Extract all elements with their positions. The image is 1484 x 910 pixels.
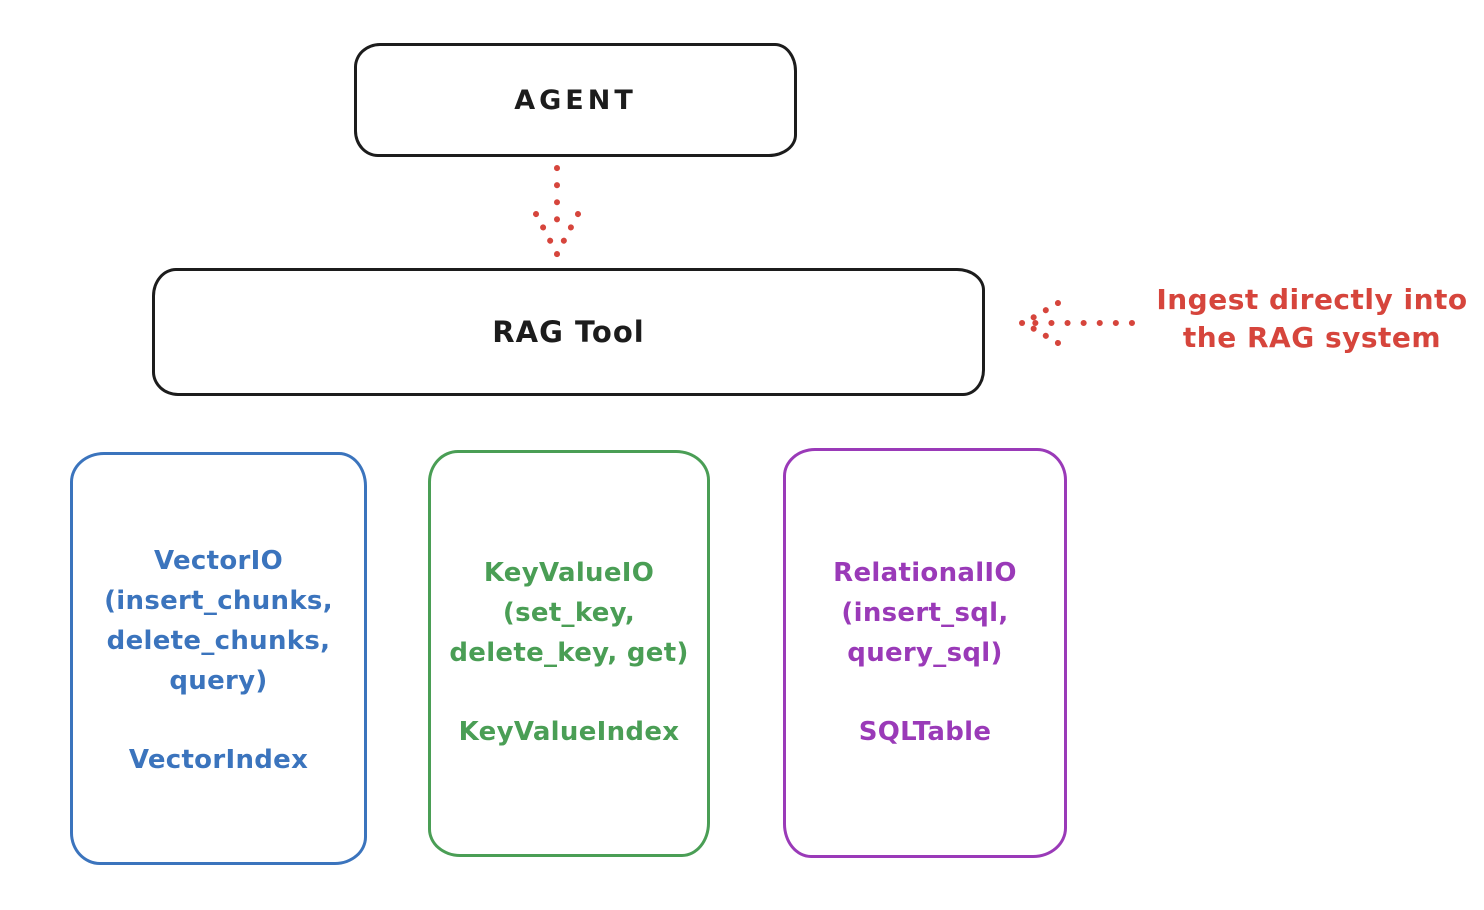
card-title-line: query_sql) [847,638,1003,668]
agent-box: AGENT [354,43,797,157]
card-index-label: SQLTable [858,717,992,747]
ingest-annotation: Ingest directly into the RAG system [1140,281,1484,357]
rag-tool-label: RAG Tool [492,315,645,349]
dotted-left-arrow-icon [1019,300,1135,346]
keyvalue-io-card: KeyValueIO (set_key, delete_key, get) Ke… [428,450,710,857]
vector-io-card: VectorIO (insert_chunks, delete_chunks, … [70,452,367,865]
card-index-label: KeyValueIndex [458,717,680,747]
card-title-line: query) [169,666,268,696]
card-title-line: delete_chunks, [106,626,331,656]
card-title-line: (insert_chunks, [104,586,333,616]
annotation-line: Ingest directly into [1156,283,1468,316]
card-title-line: KeyValueIO [483,558,655,588]
card-index-label: VectorIndex [128,745,309,775]
card-title-line: RelationalIO [833,558,1017,588]
card-title-line: (set_key, [502,598,636,628]
dotted-down-arrow-icon [533,165,581,258]
annotation-line: the RAG system [1182,321,1442,354]
card-title-line: VectorIO [153,546,284,576]
card-title-line: (insert_sql, [841,598,1009,628]
agent-label: AGENT [514,84,637,116]
card-title-line: delete_key, get) [449,638,689,668]
relational-io-card: RelationalIO (insert_sql, query_sql) SQL… [783,448,1067,858]
rag-tool-box: RAG Tool [152,268,985,396]
